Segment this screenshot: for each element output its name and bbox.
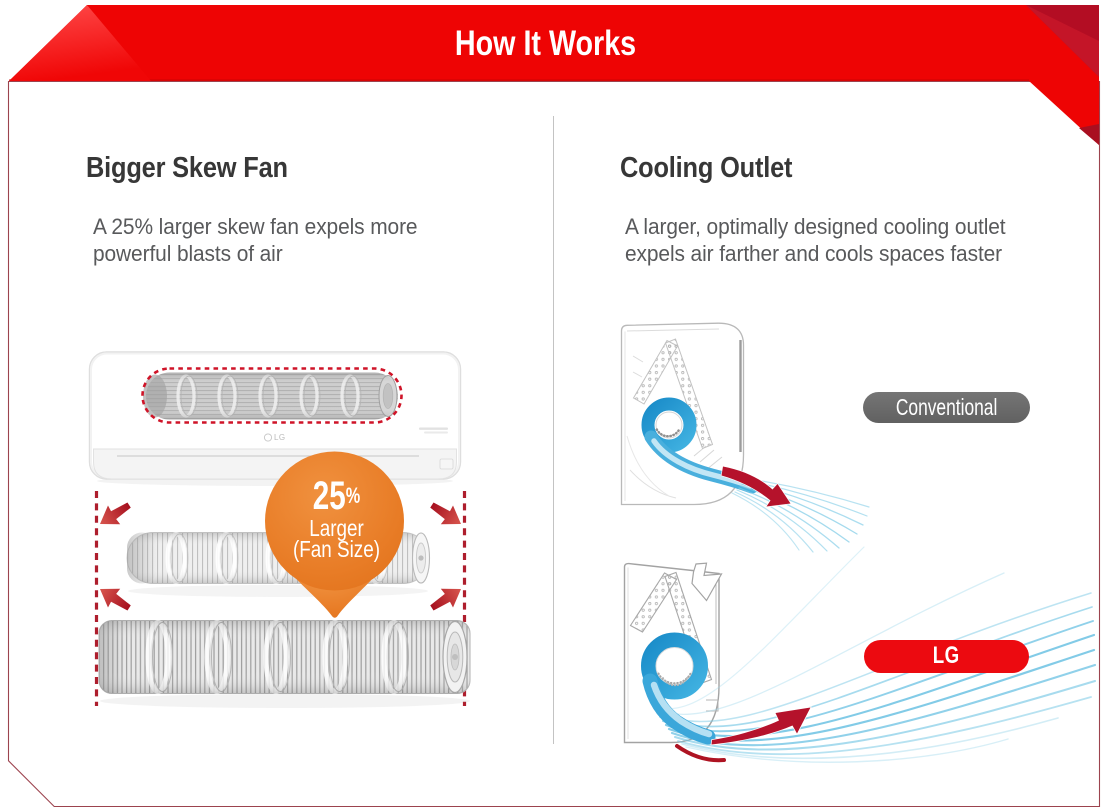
ac-unit-vent-flap <box>93 448 457 480</box>
conventional-airflow-arrow <box>720 465 792 508</box>
right-heading: Cooling Outlet <box>620 152 793 184</box>
skew-fan-window <box>143 372 398 420</box>
ac-unit-illustration <box>88 351 462 486</box>
badge-caption-line1: Larger <box>309 515 364 541</box>
right-description: A larger, optimally designed cooling out… <box>625 213 1006 267</box>
left-heading: Bigger Skew Fan <box>86 152 288 184</box>
lg-outlet-red-swoosh <box>675 744 726 763</box>
left-description-line2: powerful blasts of air <box>93 241 283 266</box>
header-ribbon <box>9 5 1099 145</box>
lg-label: LG <box>933 642 960 670</box>
slide-title-text: How It Works <box>454 24 637 63</box>
right-description-line2: expels air farther and cools spaces fast… <box>625 241 1003 266</box>
conventional-label: Conventional <box>895 393 998 420</box>
badge-caption-line2: (Fan Size) <box>293 535 380 562</box>
left-description: A 25% larger skew fan expels more powerf… <box>93 213 418 267</box>
badge-percent-sign: % <box>345 483 361 508</box>
size-badge-pin <box>265 451 404 618</box>
fan-highlight-dashed-outline <box>141 367 403 424</box>
badge-pin-circle <box>265 451 404 591</box>
badge-value: 25% <box>312 474 361 518</box>
conventional-label-pill: Conventional <box>863 391 1030 423</box>
conventional-unit-diagram <box>620 322 870 553</box>
slide-title: How It Works <box>0 24 1091 64</box>
lg-fan-swirl <box>641 632 708 700</box>
large-fan-cylinder <box>98 619 471 708</box>
lg-logo-mark-icon <box>263 433 273 442</box>
lg-label-pill: LG <box>864 640 1029 673</box>
right-description-line1: A larger, optimally designed cooling out… <box>625 214 1006 239</box>
conventional-fan-swirl <box>641 397 697 453</box>
left-description-line1: A 25% larger skew fan expels more <box>93 214 418 239</box>
ac-unit-logo: LG <box>274 433 286 442</box>
lg-airflow-arrow <box>710 706 812 746</box>
